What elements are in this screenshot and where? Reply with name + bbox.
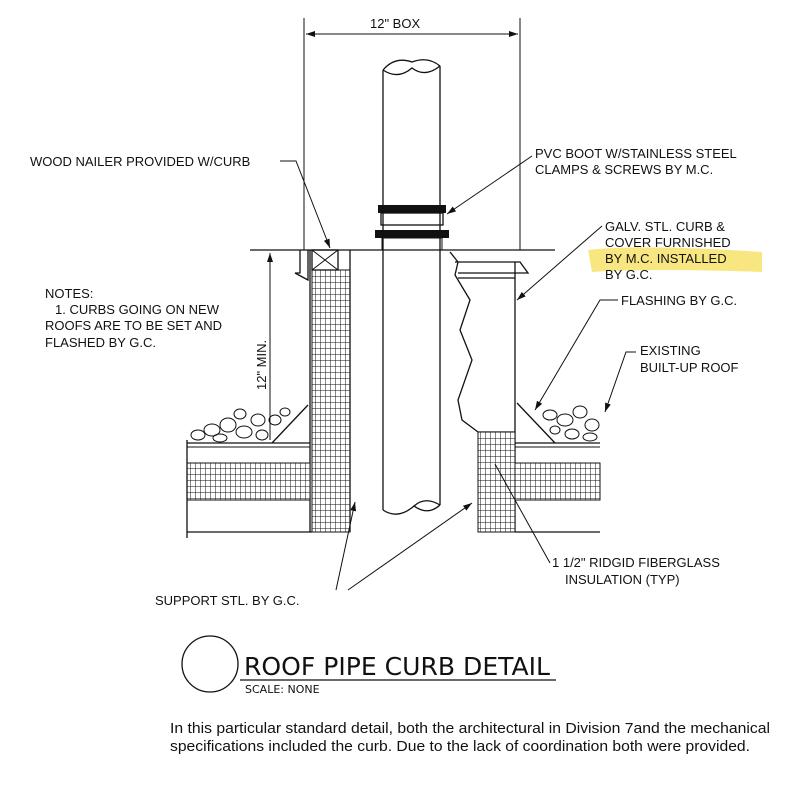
- insulation-label-2: INSULATION (TYP): [565, 572, 680, 587]
- pipe: [375, 59, 449, 515]
- box-dimension: 12" BOX: [303, 16, 521, 250]
- caption-line-1: In this particular standard detail, both…: [170, 721, 770, 737]
- support-label: SUPPORT STL. BY G.C.: [155, 593, 300, 608]
- detail-title: ROOF PIPE CURB DETAIL: [244, 652, 550, 681]
- note-line-2: ROOFS ARE TO BE SET AND: [45, 318, 222, 333]
- galv-curb-label-1: GALV. STL. CURB &: [605, 219, 725, 234]
- highlighter-mark: [588, 247, 762, 272]
- galv-curb-label-2: COVER FURNISHED: [605, 235, 731, 250]
- min-height-dimension-label: 12" MIN.: [254, 340, 269, 390]
- wood-nailer: [311, 249, 339, 271]
- note-line-1: 1. CURBS GOING ON NEW: [55, 302, 220, 317]
- left-curb: [294, 249, 351, 533]
- detail-symbol-circle: [181, 635, 239, 693]
- detail-scale: SCALE: NONE: [245, 683, 320, 696]
- leader-lines: [280, 155, 636, 591]
- pvc-boot-label-1: PVC BOOT W/STAINLESS STEEL: [535, 146, 737, 161]
- left-roof-section: [186, 404, 312, 538]
- notes-heading: NOTES:: [45, 286, 93, 301]
- box-dimension-label: 12" BOX: [370, 16, 420, 31]
- insulation-label-1: 1 1/2" RIDGID FIBERGLASS: [552, 555, 720, 570]
- pvc-boot-label-2: CLAMPS & SCREWS BY M.C.: [535, 162, 713, 177]
- right-roof-section: [514, 402, 601, 533]
- note-line-3: FLASHED BY G.C.: [45, 335, 156, 350]
- caption-line-2: specifications included the curb. Due to…: [170, 739, 750, 755]
- galv-curb-label-4: BY G.C.: [605, 267, 652, 282]
- existing-roof-label-2: BUILT-UP ROOF: [640, 360, 739, 375]
- existing-roof-label-1: EXISTING: [640, 343, 701, 358]
- flashing-label: FLASHING BY G.C.: [621, 293, 737, 308]
- wood-nailer-label: WOOD NAILER PROVIDED W/CURB: [30, 154, 250, 169]
- galv-curb-label-3: BY M.C. INSTALLED: [605, 251, 727, 266]
